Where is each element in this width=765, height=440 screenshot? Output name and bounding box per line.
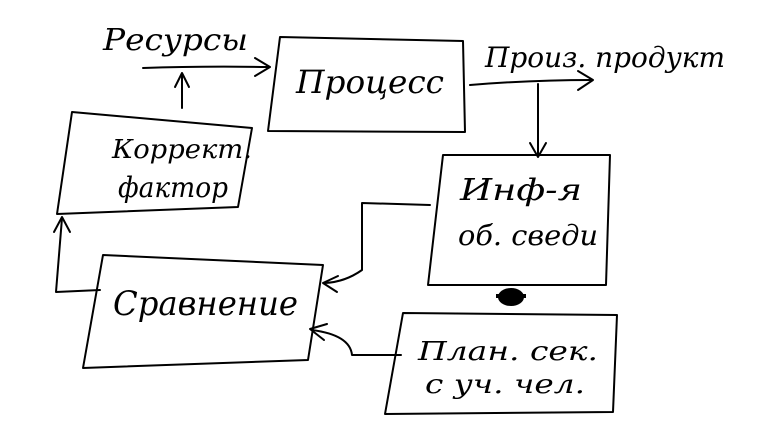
info-to-comparison-arrow <box>324 202 431 284</box>
plan-box <box>384 312 618 415</box>
info-box <box>427 154 611 286</box>
correcting-factor-line1: Коррект. <box>111 135 252 165</box>
info-line1: Инф-я <box>459 173 582 208</box>
comparison-right-arrowhead <box>322 275 339 293</box>
correcting-feedback-arrowhead <box>53 216 71 233</box>
comparison-box <box>82 254 324 369</box>
plan-line2: с уч. чел. <box>425 370 585 400</box>
ink-smudge <box>496 288 526 306</box>
resources-to-process-arrow <box>142 65 269 69</box>
process-box <box>267 36 466 133</box>
comparison-label: Сравнение <box>113 284 298 324</box>
output-label: Произ. продукт <box>484 41 725 74</box>
comparison-to-correcting-arrow <box>55 217 101 293</box>
resources-label: Ресурсы <box>102 23 248 58</box>
correcting-up-arrowhead <box>174 72 190 88</box>
comparison-bottom-arrowhead <box>309 323 328 341</box>
resources-arrowhead <box>254 57 271 77</box>
correcting-factor-line2: фактор <box>118 171 228 204</box>
plan-to-comparison-arrow <box>311 329 402 356</box>
correcting-factor-box <box>56 111 253 215</box>
output-arrowhead <box>577 70 594 91</box>
plan-line1: План. сек. <box>417 337 598 367</box>
process-label: Процесс <box>295 63 444 101</box>
info-line2: об. сведи <box>458 219 598 252</box>
process-to-output-arrow <box>469 79 593 86</box>
info-down-arrowhead <box>529 142 547 158</box>
